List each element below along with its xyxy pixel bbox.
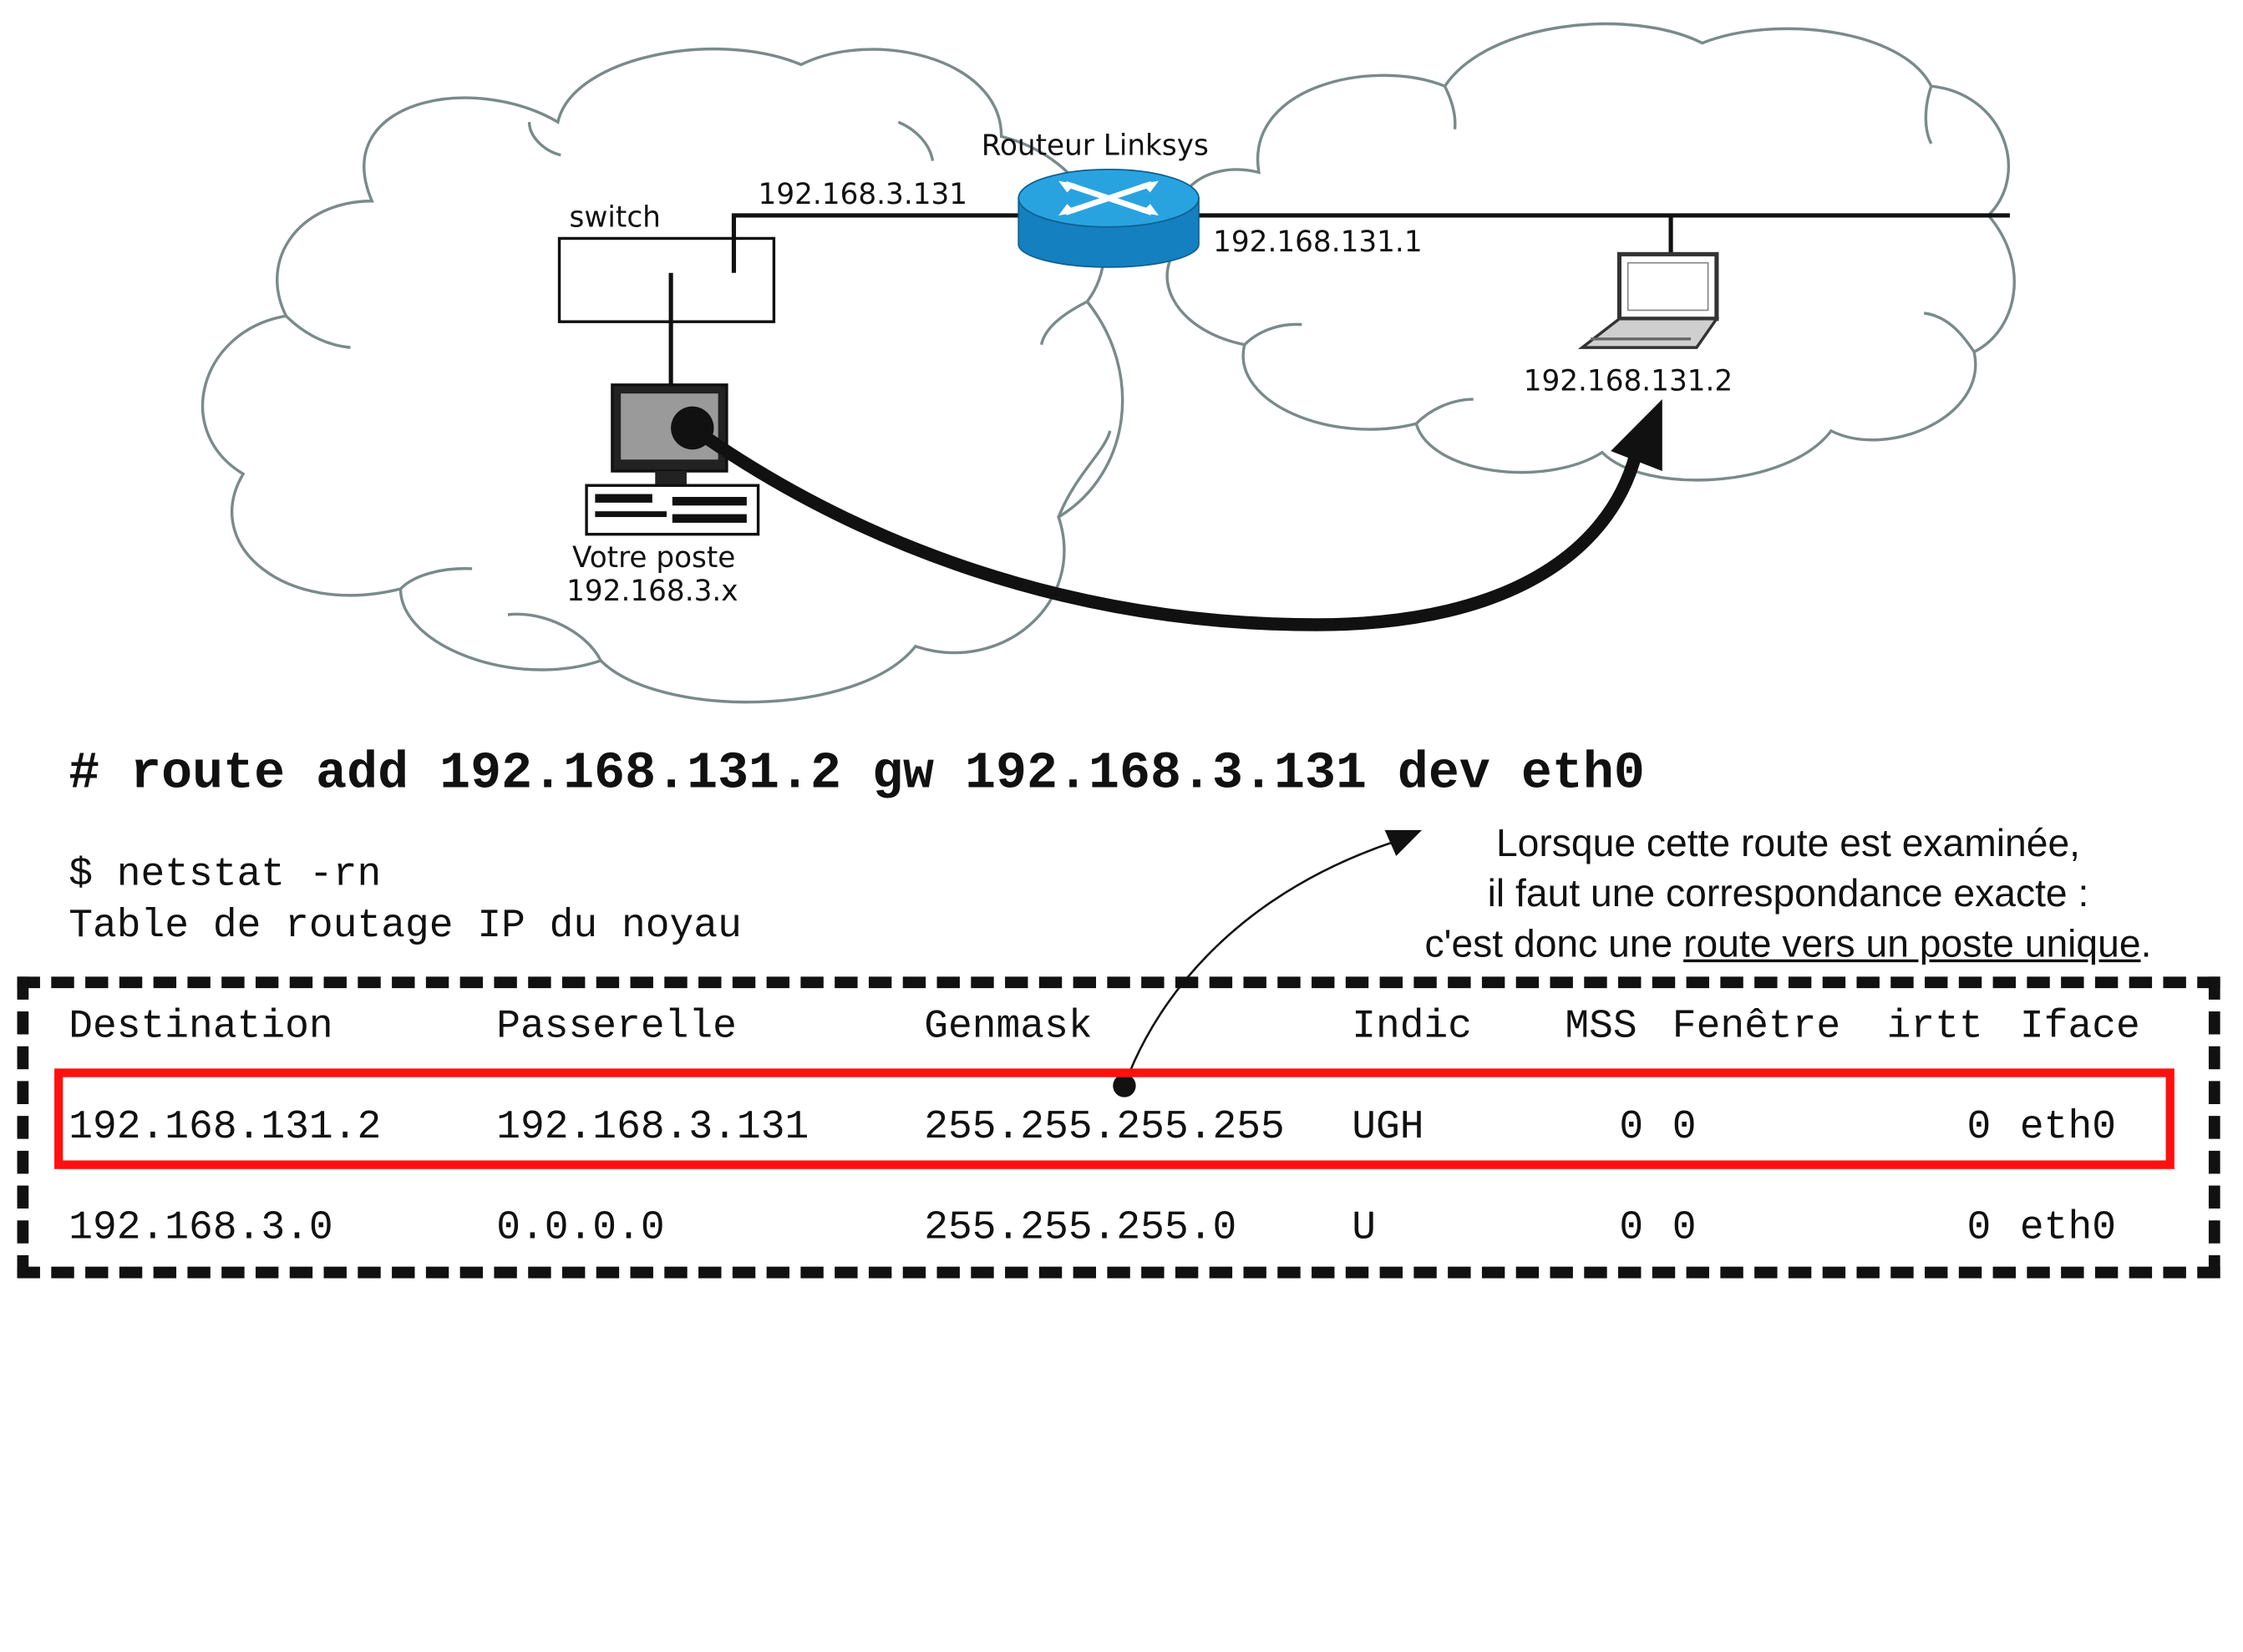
col-mss: MSS (1565, 1005, 1637, 1051)
col-fenetre: Fenêtre (1672, 1005, 1841, 1051)
switch-box (557, 236, 776, 323)
left-cloud (201, 47, 1124, 704)
routing-table-box (17, 976, 2220, 1279)
right-cloud (1165, 22, 2016, 482)
table-header-row: Destination Passerelle Genmask Indic MSS… (69, 1006, 2140, 1451)
router-ip-left: 192.168.3.131 (759, 178, 968, 211)
switch-label: switch (570, 201, 661, 235)
table-row: 192.168.3.0 0.0.0.0 255.255.255.0 U 0 0 … (69, 1206, 2117, 1251)
note-line-3: c'est donc une route vers un poste uniqu… (1424, 921, 2152, 965)
highlighted-route (54, 1068, 2174, 1169)
route-arrow (688, 423, 1645, 631)
pc-icon (585, 383, 760, 536)
annotation-note: Lorsque cette route est examinée, il fau… (1331, 818, 2243, 970)
route-arrowhead (1611, 399, 1662, 472)
col-indic: Indic (1352, 1005, 1473, 1051)
router-label: Routeur Linksys (982, 129, 1209, 163)
console-prompt: $ netstat -rn (69, 853, 382, 898)
note-line-2: il faut une correspondance exacte : (1487, 871, 2089, 915)
note-underlined: route vers un poste unique (1683, 921, 2141, 965)
table-row: 192.168.131.2 192.168.3.131 255.255.255.… (69, 1106, 2117, 1151)
route-command: # route add 192.168.131.2 gw 192.168.3.1… (69, 743, 1645, 803)
col-iface: Iface (2019, 1005, 2140, 1051)
router-icon (1017, 169, 1200, 268)
col-genmask: Genmask (924, 1005, 1093, 1051)
pc-label-line1: Votre poste (572, 541, 735, 575)
link-switch-router (731, 213, 1019, 273)
laptop-ip: 192.168.131.2 (1524, 365, 1733, 398)
router-ip-right: 192.168.131.1 (1213, 226, 1423, 259)
network-diagram: switch Routeur Linksys 192.168.3.131 192… (201, 22, 2016, 704)
note-line-1: Lorsque cette route est examinée, (1495, 821, 2081, 865)
col-destination: Destination (69, 1005, 333, 1051)
col-irtt: irtt (1886, 1005, 1983, 1051)
col-passerelle: Passerelle (496, 1005, 737, 1051)
laptop-icon (1577, 251, 1720, 349)
console-table-title: Table de routage IP du noyau (69, 905, 742, 950)
pc-label-line2: 192.168.3.x (566, 575, 738, 608)
